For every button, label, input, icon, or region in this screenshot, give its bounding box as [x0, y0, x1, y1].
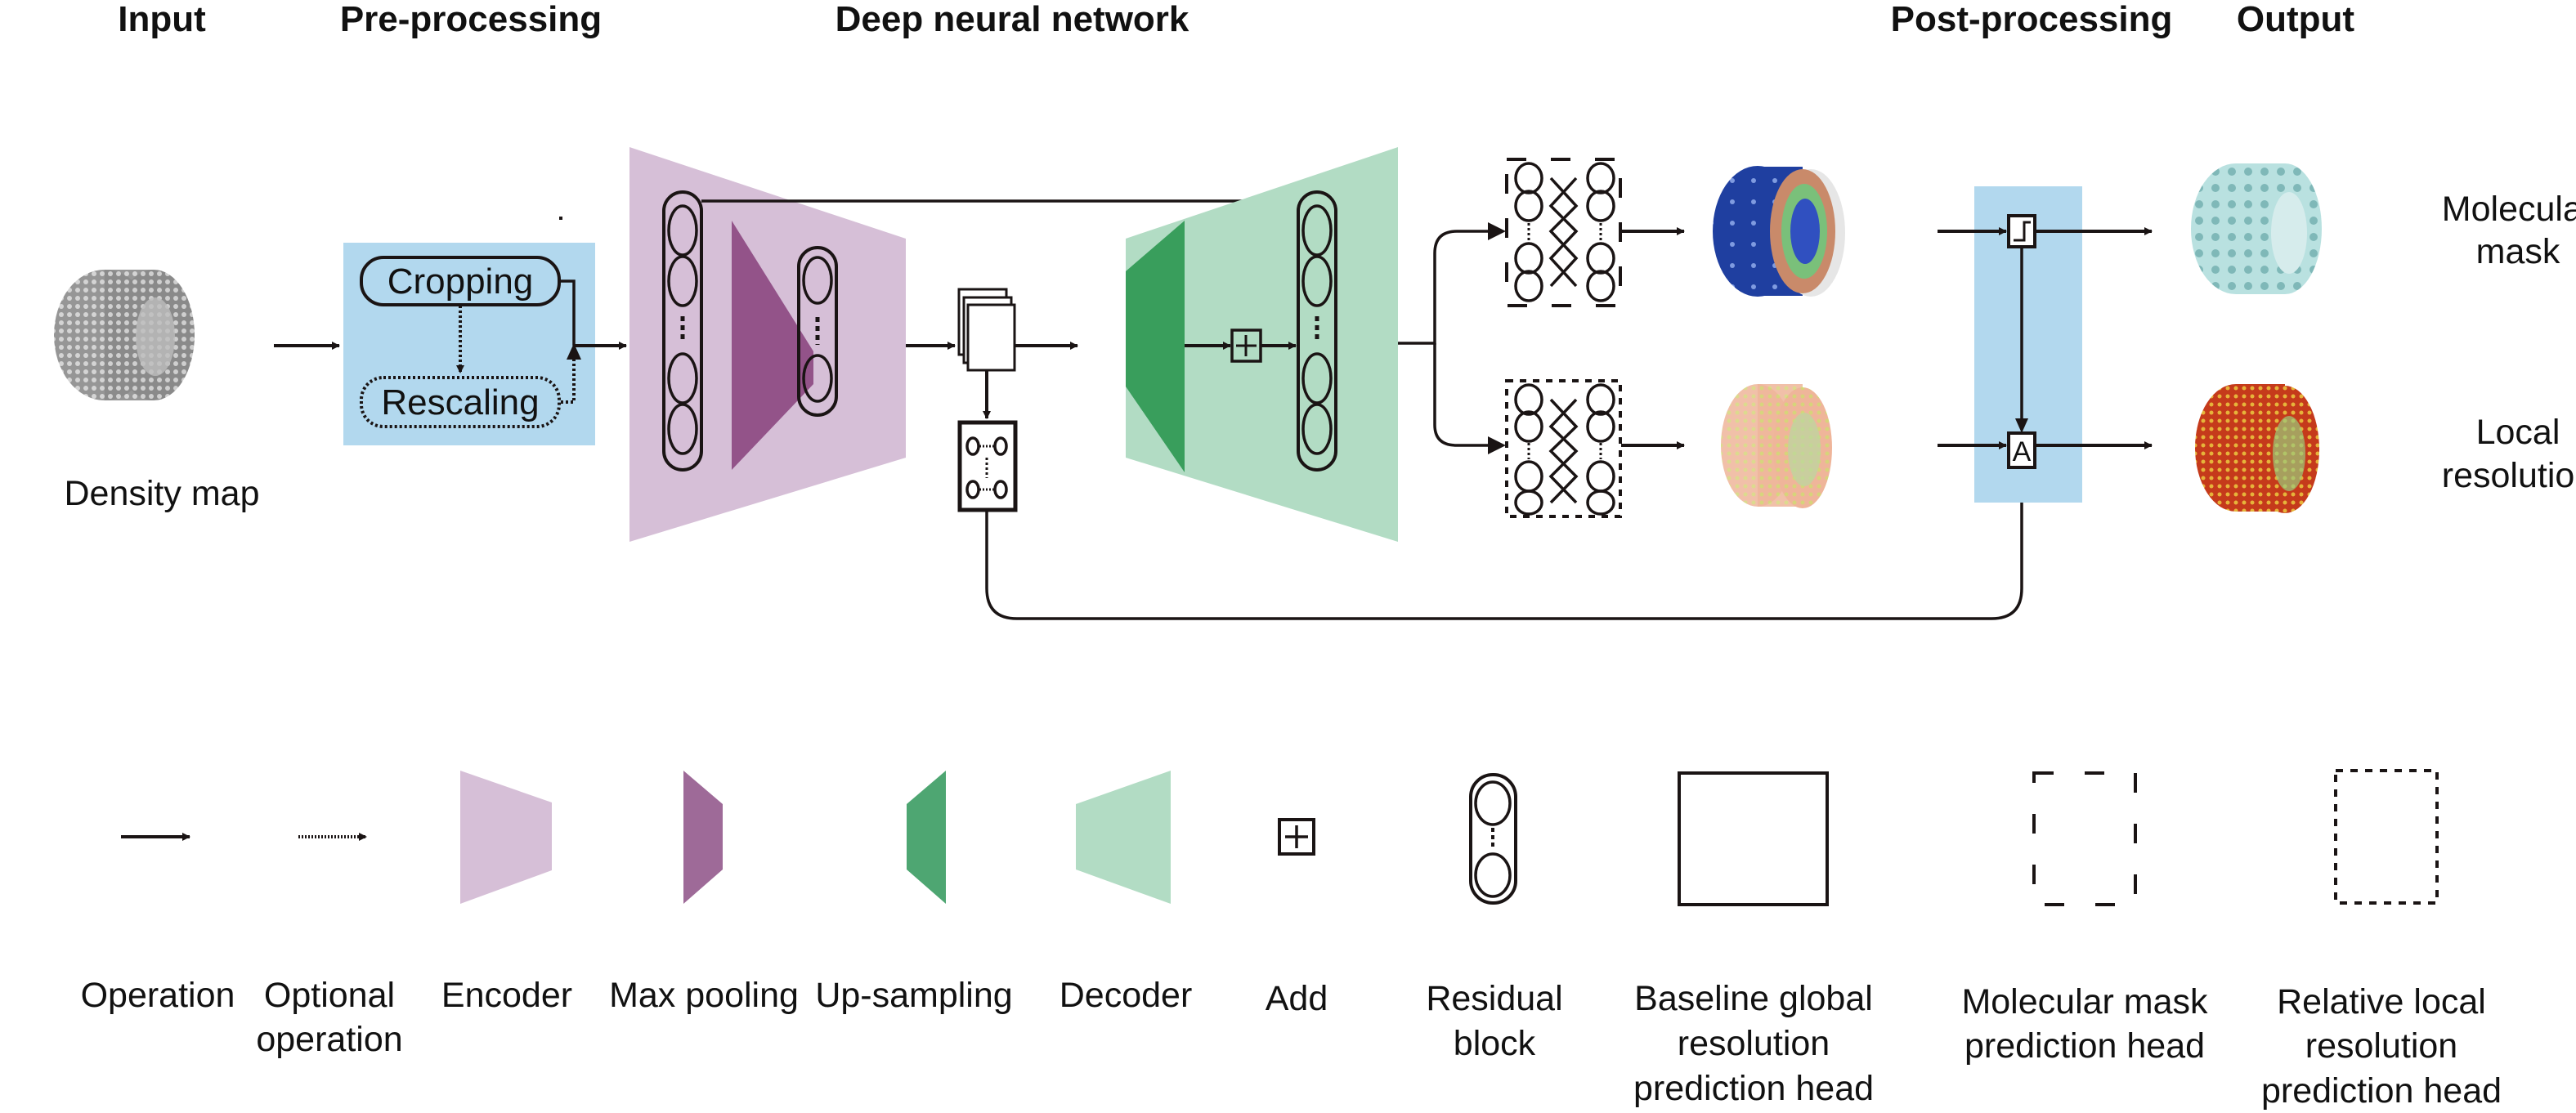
molecular-mask-output-image — [2191, 163, 2322, 294]
mask-prediction-image — [1713, 166, 1845, 297]
legend-labels: Operation Optional operation Encoder Max… — [81, 976, 2502, 1111]
encoder-icon — [460, 771, 552, 904]
rescale-output-line — [561, 353, 576, 404]
residual-block-decoder — [1297, 190, 1337, 472]
density-map-image — [54, 270, 195, 400]
header-dnn: Deep neural network — [836, 0, 1189, 39]
legend-label-mask-1: Molecular mask — [1961, 982, 2208, 1021]
combine-node: A — [2007, 431, 2036, 469]
mask-head-icon — [2032, 771, 2137, 906]
legend-label-max-pooling: Max pooling — [609, 976, 799, 1015]
input-label: Density map — [65, 474, 260, 513]
legend-label-residual-2: block — [1454, 1024, 1536, 1063]
header-preprocessing: Pre-processing — [340, 0, 602, 39]
svg-text:A: A — [2013, 436, 2032, 467]
output-resolution-line1: Local — [2476, 413, 2560, 452]
global-head-icon — [1678, 771, 1829, 906]
legend-label-local-1: Relative local — [2277, 982, 2486, 1021]
rescaling-box — [360, 376, 561, 428]
local-resolution-prediction-image — [1721, 384, 1832, 508]
max-pooling-icon — [683, 771, 723, 904]
output-mask-line2: mask — [2476, 232, 2560, 271]
header-output: Output — [2237, 0, 2355, 39]
max-pooling-block — [732, 221, 813, 470]
legend-label-optional-2: operation — [256, 1020, 402, 1059]
legend-label-local-2: resolution — [2305, 1026, 2457, 1066]
residual-block-encoder-2 — [797, 246, 838, 417]
global-resolution-head — [957, 420, 1018, 512]
legend-label-global-2: resolution — [1678, 1024, 1830, 1063]
output-mask-line1: Molecular — [2442, 190, 2576, 229]
legend-label-mask-2: prediction head — [1964, 1026, 2205, 1066]
legend-label-optional-1: Optional — [264, 976, 395, 1015]
legend-label-add: Add — [1266, 979, 1328, 1018]
molecular-mask-head — [1505, 158, 1622, 307]
legend-label-local-3: prediction head — [2261, 1071, 2502, 1111]
preprocessing-panel — [343, 243, 595, 445]
header-input: Input — [118, 0, 206, 39]
threshold-node — [2007, 214, 2036, 248]
crop-output-line — [561, 279, 576, 346]
global-head-to-combine-line — [985, 476, 2023, 620]
decoder-icon — [1076, 771, 1171, 904]
legend — [121, 769, 2439, 906]
up-sampling-icon — [907, 771, 946, 904]
cropping-box — [360, 256, 561, 306]
rescale-arrowhead — [567, 343, 581, 360]
legend-label-global-1: Baseline global — [1634, 979, 1873, 1018]
cropping-label: Cropping — [388, 261, 534, 302]
legend-label-operation: Operation — [81, 976, 235, 1015]
legend-label-up-sampling: Up-sampling — [815, 976, 1012, 1015]
add-icon — [1278, 818, 1315, 856]
output-resolution-line2: resolution — [2442, 456, 2576, 495]
legend-label-decoder: Decoder — [1060, 976, 1193, 1015]
local-head-icon — [2334, 769, 2439, 905]
rescaling-label: Rescaling — [381, 382, 539, 422]
up-sampling-block — [1126, 221, 1185, 472]
local-resolution-output-image — [2195, 384, 2319, 513]
legend-label-encoder: Encoder — [441, 976, 572, 1015]
residual-block-encoder-1 — [662, 190, 703, 472]
local-resolution-head — [1505, 379, 1622, 518]
residual-block-icon — [1469, 773, 1517, 905]
header-postprocessing: Post-processing — [1891, 0, 2173, 39]
legend-label-global-3: prediction head — [1633, 1069, 1874, 1108]
legend-label-residual-1: Residual — [1426, 979, 1562, 1018]
branch-to-mask-head — [1398, 230, 1501, 345]
feature-maps — [957, 288, 1016, 372]
branch-to-local-head — [1433, 343, 1501, 447]
